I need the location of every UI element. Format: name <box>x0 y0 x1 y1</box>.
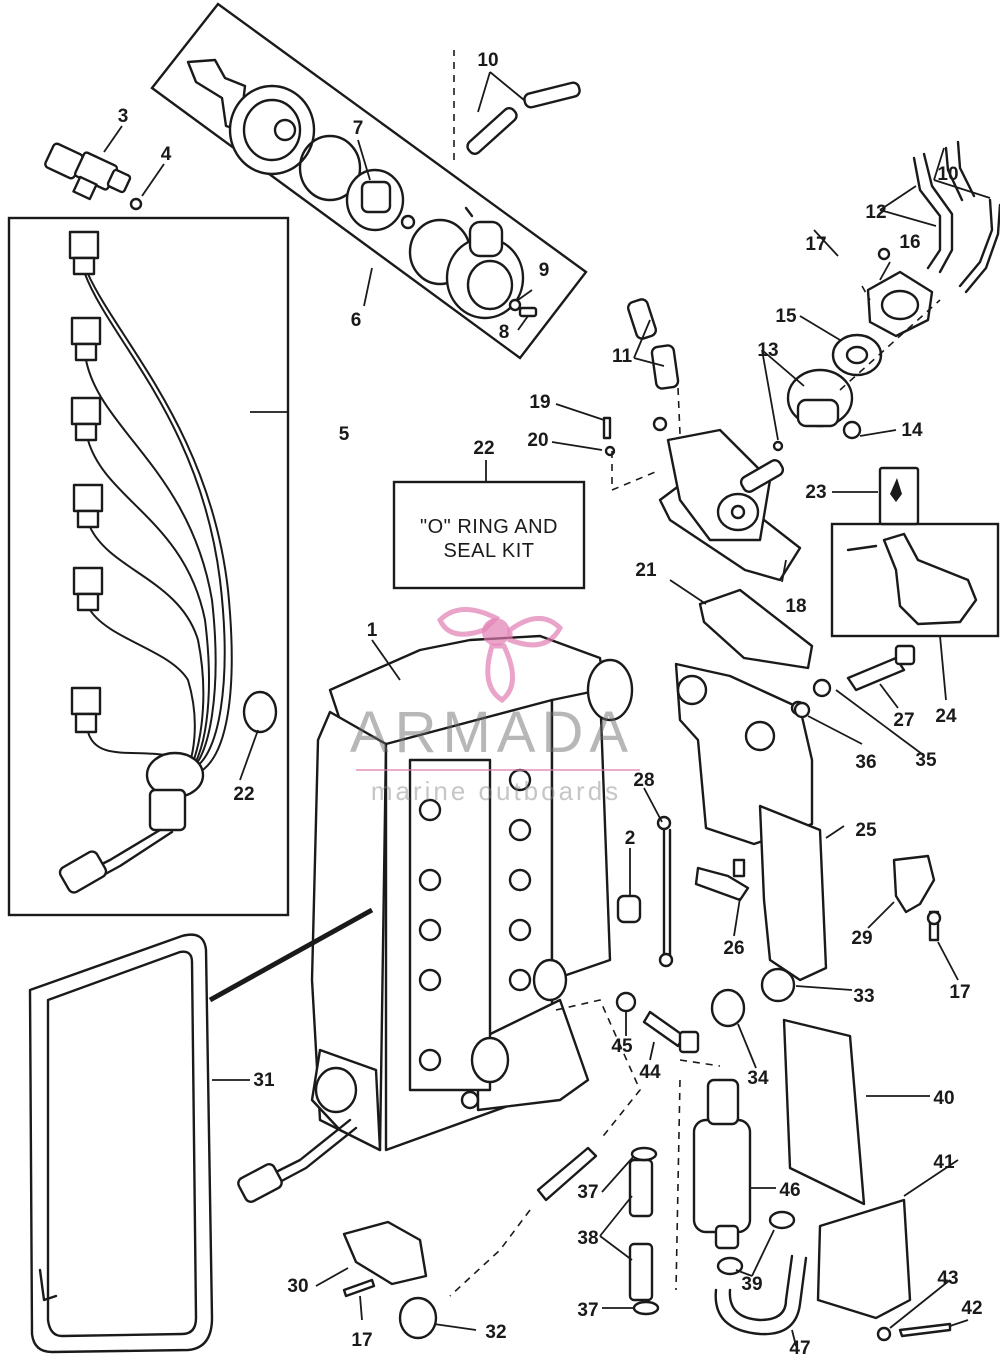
callout-32: 32 <box>485 1322 506 1343</box>
main-housing-1 <box>208 634 634 1203</box>
seal-oval-22 <box>242 690 278 734</box>
callout-22-kit: 22 <box>473 438 494 459</box>
callout-42: 42 <box>961 1298 982 1319</box>
vapor-separator-group <box>602 416 814 670</box>
callout-13: 13 <box>757 340 778 361</box>
callout-11: 11 <box>612 346 633 367</box>
callout-22-seal: 22 <box>233 784 254 805</box>
callout-15: 15 <box>775 306 797 327</box>
callout-numbers: 3 4 6 7 8 9 10 10 11 12 13 14 15 16 17 1… <box>118 50 983 1359</box>
callout-10-top: 10 <box>477 50 498 71</box>
callout-14: 14 <box>901 420 923 441</box>
callout-17-top: 17 <box>805 234 826 255</box>
callout-28: 28 <box>633 770 654 791</box>
thermostat-assembly-group <box>150 2 588 360</box>
sensor-3 <box>44 142 132 201</box>
leader-lines <box>103 71 991 1347</box>
callout-35: 35 <box>915 750 937 771</box>
callout-46: 46 <box>779 1180 800 1201</box>
callout-16: 16 <box>899 232 920 253</box>
watermark-brand: ARMADA <box>350 700 634 765</box>
thermostat-box <box>150 2 588 360</box>
callout-3: 3 <box>118 106 129 127</box>
callout-27: 27 <box>893 710 914 731</box>
cover-24-group <box>830 466 1000 638</box>
callout-29: 29 <box>851 928 872 949</box>
wiring-harness-group <box>7 216 290 917</box>
callout-37-bottom: 37 <box>577 1300 598 1321</box>
callout-1: 1 <box>367 620 378 641</box>
callout-10-right: 10 <box>937 164 958 185</box>
hoses-group <box>466 81 1000 390</box>
callout-9: 9 <box>539 260 550 281</box>
callout-30: 30 <box>287 1276 308 1297</box>
callout-7: 7 <box>353 118 364 139</box>
callout-31: 31 <box>253 1070 275 1091</box>
callout-26: 26 <box>723 938 744 959</box>
callout-25: 25 <box>855 820 877 841</box>
washer-36 <box>793 701 811 719</box>
callout-20: 20 <box>527 430 548 451</box>
callout-17-bottom: 17 <box>351 1330 372 1351</box>
propeller-logo <box>437 607 564 704</box>
callout-5: 5 <box>339 424 350 445</box>
gasket-31 <box>28 933 214 1354</box>
callout-17-right: 17 <box>949 982 970 1003</box>
callout-23: 23 <box>805 482 826 503</box>
coil-bracket-25 <box>674 644 916 1003</box>
callout-36: 36 <box>855 752 876 773</box>
harness-wires <box>84 273 233 781</box>
callout-43: 43 <box>937 1268 958 1289</box>
washer-35 <box>812 678 832 698</box>
kit-label-box: "O" RING AND SEAL KIT <box>392 480 586 590</box>
kit-label-line1: "O" RING AND <box>420 516 558 538</box>
callout-37-top: 37 <box>577 1182 598 1203</box>
callout-12: 12 <box>865 202 886 223</box>
callout-47: 47 <box>789 1338 810 1359</box>
callout-41: 41 <box>933 1152 955 1173</box>
bolt-27 <box>846 656 906 692</box>
kit-label-line2: SEAL KIT <box>443 540 534 562</box>
callout-2: 2 <box>625 828 636 849</box>
callout-33: 33 <box>853 986 874 1007</box>
callout-45: 45 <box>611 1036 633 1057</box>
callout-8: 8 <box>499 322 510 343</box>
callout-4: 4 <box>161 144 172 165</box>
callout-44: 44 <box>639 1062 661 1083</box>
callout-34: 34 <box>747 1068 769 1089</box>
regulator-group <box>772 247 934 452</box>
small-parts <box>342 815 952 1342</box>
callout-19: 19 <box>529 392 550 413</box>
callout-18: 18 <box>785 596 806 617</box>
callout-21: 21 <box>635 560 657 581</box>
callout-38: 38 <box>577 1228 598 1249</box>
watermark-tagline: marine outboards <box>371 776 621 806</box>
dashed-routes <box>449 50 941 1297</box>
callout-39: 39 <box>741 1274 762 1295</box>
callout-24: 24 <box>935 706 957 727</box>
harness-connectors <box>68 230 104 734</box>
washer-4 <box>129 197 143 211</box>
harness-box <box>7 216 290 917</box>
harness-main-connector <box>58 751 205 894</box>
armada-watermark: ARMADA marine outboards <box>350 607 640 806</box>
callout-40: 40 <box>933 1088 954 1109</box>
callout-6: 6 <box>351 310 362 331</box>
